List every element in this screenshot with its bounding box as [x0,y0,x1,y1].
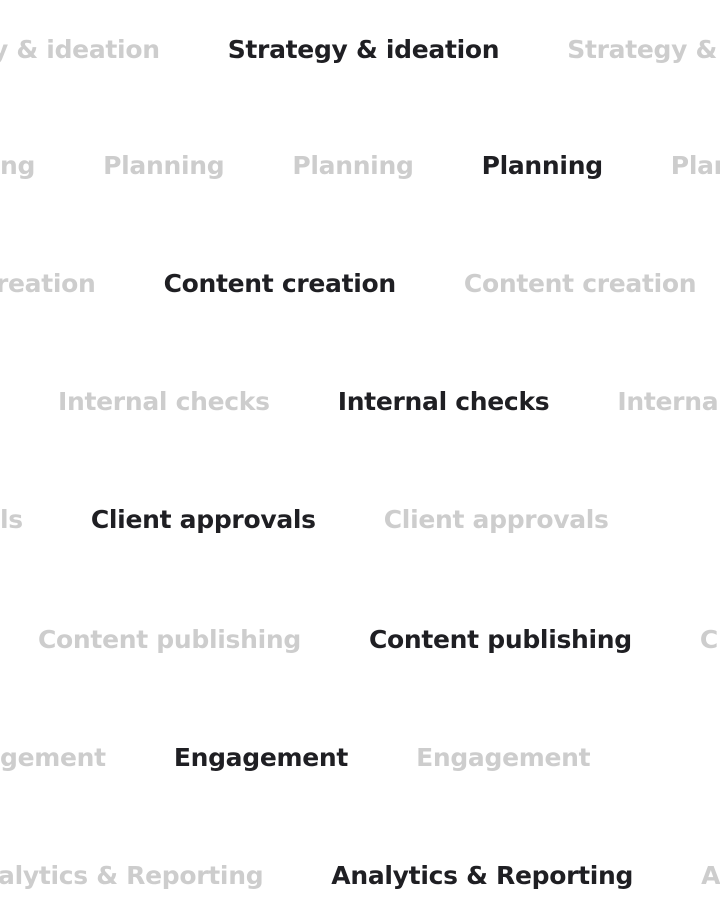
marquee-item: An [701,861,720,890]
marquee-item: Strategy & [567,35,718,64]
marquee-item-active: Internal checks [337,387,550,416]
marquee-item-active: Engagement [173,743,349,772]
marquee-client-approvals: ls Client approvals Client approvals [0,490,720,550]
marquee-item-active: Strategy & ideation [227,35,500,64]
marquee-item: Content publishing [38,625,301,654]
marquee-item: Planning [292,151,414,180]
marquee-engagement: gement Engagement Engagement [0,728,720,788]
marquee-item: Client approvals [383,505,609,534]
marquee-item-active: Content creation [163,269,397,298]
marquee-item: Plar [670,151,720,180]
marquee-item-active: Planning [481,151,604,180]
marquee-item: ng [0,151,36,180]
marquee-item-active: Content publishing [368,625,632,654]
marquee-planning: ng Planning Planning Planning Plar [0,136,720,196]
marquee-content-publishing: Content publishing Content publishing C [0,610,720,670]
marquee-item: Planning [103,151,225,180]
marquee-item: ls [0,505,23,534]
marquee-strategy-ideation: y & ideation Strategy & ideation Strateg… [0,20,720,80]
marquee-item: reation [0,269,96,298]
marquee-item-active: Analytics & Reporting [331,861,634,890]
marquee-content-creation: reation Content creation Content creatio… [0,254,720,314]
marquee-internal-checks: Internal checks Internal checks Internal [0,372,720,432]
marquee-item: Engagement [416,743,591,772]
marquee-item: Internal checks [58,387,270,416]
marquee-item: Internal [617,387,720,416]
marquee-item: Content creation [463,269,697,298]
marquee-analytics-reporting: alytics & Reporting Analytics & Reportin… [0,846,720,906]
marquee-item-active: Client approvals [90,505,316,534]
marquee-item: C [699,625,718,654]
marquee-item: alytics & Reporting [0,861,264,890]
marquee-item: gement [0,743,106,772]
marquee-item: y & ideation [0,35,160,64]
